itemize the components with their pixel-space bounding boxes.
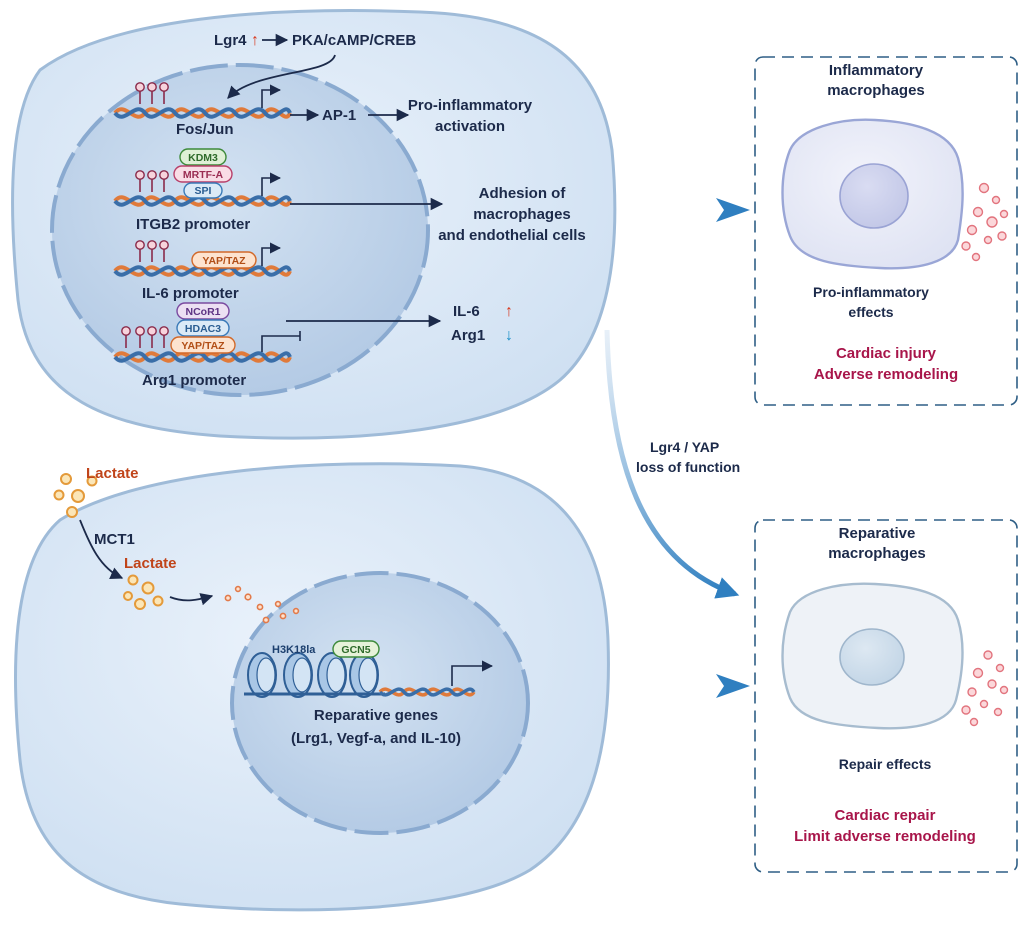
adhesion-line3: and endothelial cells: [438, 227, 586, 244]
itgb2-label: ITGB2 promoter: [136, 216, 250, 233]
spi-tag: [183, 182, 223, 199]
loss-of-function-label: loss of function: [636, 459, 740, 475]
ncor1-label: NCoR1: [185, 306, 220, 318]
cardiac-injury-label: Cardiac injury: [836, 345, 937, 362]
inflammatory-title-1: Inflammatory: [829, 62, 924, 79]
mrtfa-tag: [173, 165, 233, 183]
repressed-promoter-icon: [261, 331, 301, 352]
fos-jun-label: Fos/Jun: [176, 121, 234, 138]
yaptaz-tag-arg1: [170, 336, 236, 354]
limit-adverse-remodeling-label: Limit adverse remodeling: [794, 828, 976, 845]
gcn5-label: GCN5: [341, 644, 370, 656]
gcn5-tag: [332, 640, 380, 658]
arg1-promoter-label: Arg1 promoter: [142, 372, 246, 389]
ncor1-tag: [176, 302, 230, 320]
reparative-genes-label: Reparative genes: [314, 707, 438, 724]
il6-promoter-label: IL-6 promoter: [142, 285, 239, 302]
lactate-small-particles: [224, 585, 300, 624]
top-big-arrow-head: [716, 198, 750, 222]
bottom-big-arrow-head: [716, 674, 750, 698]
reparative-genes-list: (Lrg1, Vegf-a, and IL-10): [291, 730, 461, 747]
pro-inflammatory-label: Pro-inflammatory: [408, 97, 533, 114]
up-arrow-icon: ↑: [505, 303, 513, 320]
reparative-title-2: macrophages: [828, 545, 926, 562]
adhesion-line1: Adhesion of: [479, 185, 567, 202]
nucleosome-icon: [244, 652, 385, 698]
pro-inflammatory-effects-2: effects: [848, 304, 893, 320]
bottom-nucleus: [230, 571, 530, 835]
arg1-dna: [113, 351, 292, 363]
yaptaz-arg1-label: YAP/TAZ: [181, 340, 225, 352]
lactate-outside-particles: [53, 473, 98, 518]
inflammatory-secretion-particles: [961, 182, 1009, 262]
promoter-arrow-icon: [261, 84, 282, 108]
hdac3-tag: [176, 319, 230, 337]
kdm3-tag: [179, 148, 227, 166]
il6-out-label: IL-6: [453, 303, 480, 320]
fos-jun-dna: [113, 107, 292, 119]
reparative-secretion-particles: [961, 650, 1009, 727]
mrtfa-label: MRTF-A: [183, 169, 224, 181]
repair-effects-label: Repair effects: [839, 756, 932, 772]
lactate-inside-label: Lactate: [124, 555, 177, 572]
reparative-dna: [378, 687, 476, 697]
activation-label: activation: [435, 118, 505, 135]
lactate-inside-particles: [123, 574, 164, 610]
mct1-transport-arrow: [79, 519, 124, 580]
promoter-arrow-icon: [451, 660, 494, 686]
spi-label: SPI: [195, 185, 212, 197]
adhesion-line2: macrophages: [473, 206, 571, 223]
yaptaz-tag: [191, 251, 257, 269]
reparative-macrophage-nucleus: [839, 628, 905, 686]
mct1-label: MCT1: [94, 531, 135, 548]
ap1-label: AP-1: [322, 107, 356, 124]
lactate-outside-label: Lactate: [86, 465, 139, 482]
pka-label: PKA/cAMP/CREB: [292, 32, 416, 49]
cardiac-repair-label: Cardiac repair: [835, 807, 936, 824]
top-nucleus: [50, 63, 430, 397]
lactate-to-nucleus-arrow: [169, 593, 214, 606]
pro-inflammatory-effects-1: Pro-inflammatory: [813, 284, 929, 300]
kdm3-label: KDM3: [188, 152, 218, 164]
loss-of-function-arrow: [604, 329, 740, 599]
up-arrow-icon: ↑: [251, 32, 259, 49]
down-arrow-icon: ↓: [505, 327, 513, 344]
inflammatory-macrophage-nucleus: [839, 163, 909, 229]
promoter-arrow-icon: [261, 242, 282, 266]
adverse-remodeling-label: Adverse remodeling: [814, 366, 958, 383]
hdac3-label: HDAC3: [185, 323, 221, 335]
arg1-out-label: Arg1: [451, 327, 485, 344]
h3k18la-label: H3K18la: [272, 644, 316, 656]
lgr4-label: Lgr4: [214, 32, 247, 49]
promoter-arrow-icon: [261, 172, 282, 196]
pka-to-nucleus-arrow: [227, 54, 336, 99]
il6-dna: [113, 265, 292, 277]
lgr4-yap-label: Lgr4 / YAP: [650, 439, 719, 455]
reparative-title-1: Reparative: [839, 525, 916, 542]
inflammatory-title-2: macrophages: [827, 82, 925, 99]
yaptaz-label: YAP/TAZ: [202, 255, 246, 267]
itgb2-dna: [113, 195, 292, 207]
